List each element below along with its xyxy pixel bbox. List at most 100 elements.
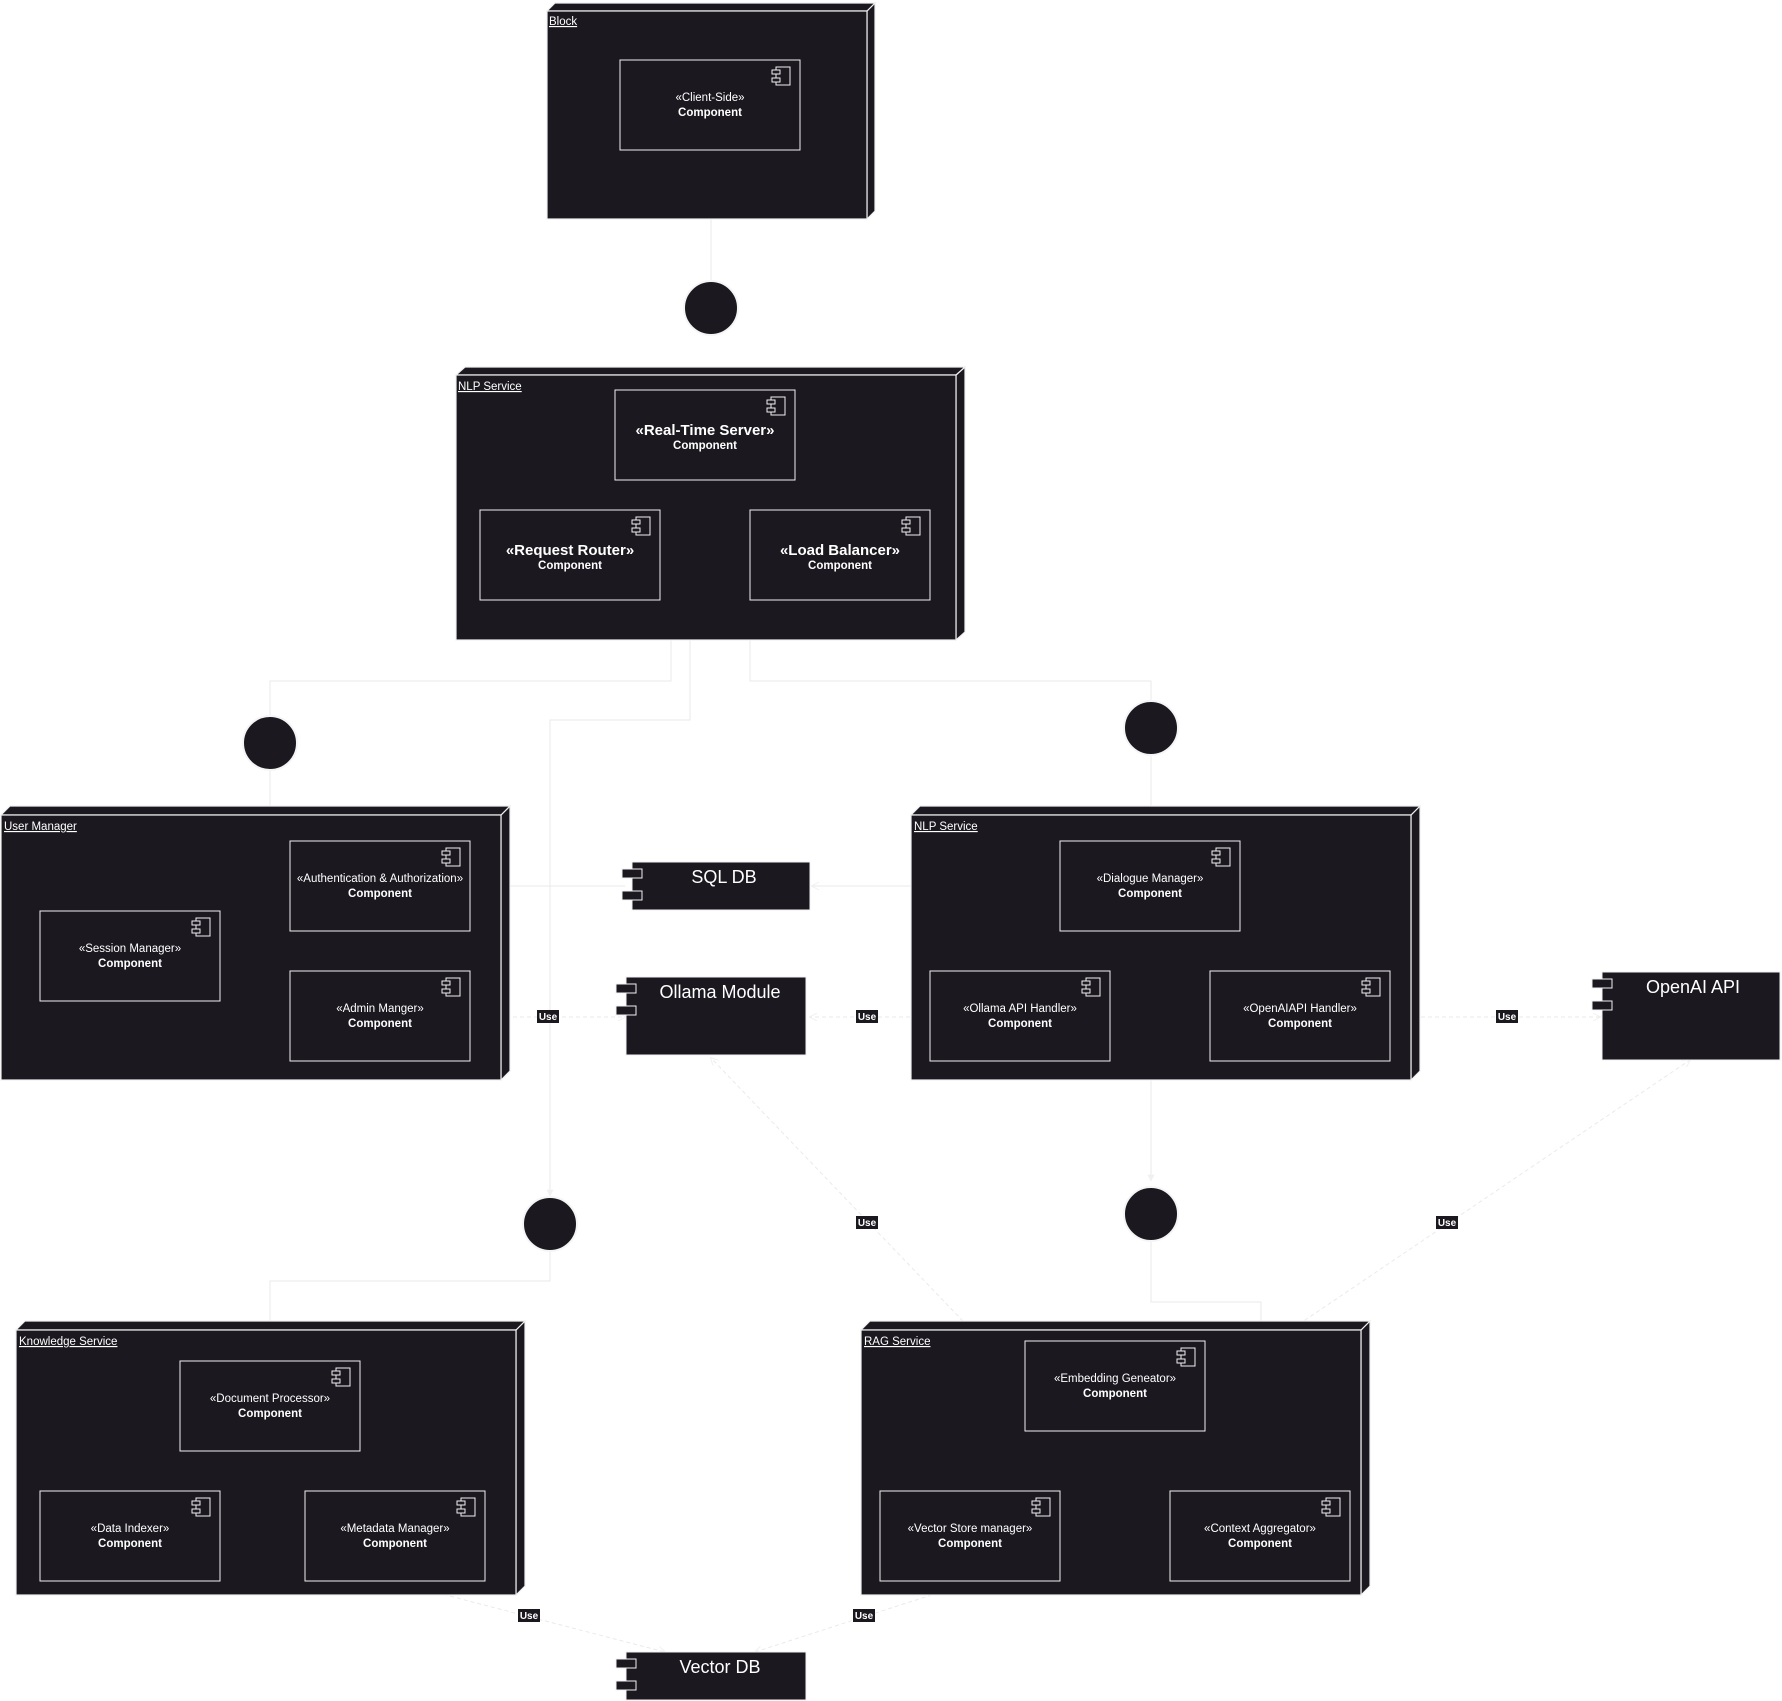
component-label: Component (938, 1538, 1002, 1550)
module-openai-api[interactable]: OpenAI API (1591, 971, 1781, 1061)
component-label: Component (673, 440, 737, 452)
module-name: OpenAI API (1646, 977, 1740, 997)
link-nlp-to-left-iface (269, 640, 672, 718)
component-stereotype: «Request Router» (506, 542, 634, 559)
component-label: Component (808, 560, 872, 572)
module-vector-db[interactable]: Vector DB (615, 1651, 807, 1701)
component-label: Component (98, 958, 162, 970)
component-stereotype: «Real-Time Server» (636, 422, 775, 439)
svg-text:Use: Use (1438, 1218, 1457, 1229)
svg-text:Use: Use (1498, 1012, 1517, 1023)
component-icon (901, 516, 921, 536)
component-label: Component (238, 1408, 302, 1420)
svg-text:Use: Use (858, 1218, 877, 1229)
component-icon (191, 1497, 211, 1517)
component-metadata-manager[interactable]: «Metadata Manager» Component (304, 1490, 486, 1582)
use-label: Use (856, 1216, 878, 1229)
svg-text:Use: Use (520, 1611, 539, 1622)
component-stereotype: «Authentication & Authorization» (297, 873, 463, 885)
component-session-manager[interactable]: «Session Manager» Component (39, 910, 221, 1002)
component-embedding-generator[interactable]: «Embedding Geneator» Component (1024, 1340, 1206, 1432)
interface-client[interactable] (683, 280, 739, 336)
interface-knowledge-service[interactable] (522, 1196, 578, 1252)
use-metadata-to-vectordb (395, 1581, 665, 1652)
use-label: Use (856, 1010, 878, 1023)
component-icon (1081, 977, 1101, 997)
component-icon (1176, 1347, 1196, 1367)
link-nlp-to-knowledge-iface (546, 640, 691, 1197)
component-document-processor[interactable]: «Document Processor» Component (179, 1360, 361, 1452)
component-request-router[interactable]: «Request Router» Component (479, 509, 661, 601)
svg-text:Use: Use (855, 1611, 874, 1622)
component-stereotype: «Session Manager» (79, 943, 181, 955)
component-stereotype: «Embedding Geneator» (1054, 1373, 1176, 1385)
component-stereotype: «Data Indexer» (91, 1523, 170, 1535)
use-label: Use (853, 1609, 875, 1622)
component-stereotype: «Dialogue Manager» (1097, 873, 1204, 885)
component-stereotype: «Load Balancer» (780, 542, 900, 559)
component-stereotype: «Document Processor» (210, 1393, 330, 1405)
svg-text:Use: Use (539, 1012, 558, 1023)
link-nlp-to-right-iface (749, 640, 1152, 703)
node-title: NLP Service (914, 821, 978, 833)
component-load-balancer[interactable]: «Load Balancer» Component (749, 509, 931, 601)
node-title: User Manager (4, 821, 77, 833)
use-label: Use (1436, 1216, 1458, 1229)
interface-user-manager[interactable] (242, 715, 298, 771)
component-icon (456, 1497, 476, 1517)
component-label: Component (348, 1018, 412, 1030)
component-ollama-handler[interactable]: «Ollama API Handler» Component (929, 970, 1111, 1062)
component-auth[interactable]: «Authentication & Authorization» Compone… (289, 840, 471, 932)
component-label: Component (348, 888, 412, 900)
component-icon (331, 1367, 351, 1387)
component-icon (441, 847, 461, 867)
component-stereotype: «Metadata Manager» (340, 1523, 449, 1535)
component-stereotype: «Ollama API Handler» (963, 1003, 1077, 1015)
node-title: NLP Service (458, 381, 522, 393)
component-label: Component (1118, 888, 1182, 900)
component-label: Component (1268, 1018, 1332, 1030)
component-icon (1031, 1497, 1051, 1517)
node-title: Block (549, 16, 577, 28)
component-label: Component (678, 107, 742, 119)
component-dialogue-manager[interactable]: «Dialogue Manager» Component (1059, 840, 1241, 932)
component-icon (441, 977, 461, 997)
component-icon (1321, 1497, 1341, 1517)
node-title: RAG Service (864, 1336, 930, 1348)
component-stereotype: «OpenAIAPI Handler» (1243, 1003, 1357, 1015)
component-stereotype: «Admin Manger» (336, 1003, 424, 1015)
interface-rag-service[interactable] (1123, 1186, 1179, 1242)
node-title: Knowledge Service (19, 1336, 117, 1348)
component-icon (1361, 977, 1381, 997)
component-stereotype: «Vector Store manager» (908, 1523, 1033, 1535)
svg-text:Use: Use (858, 1012, 877, 1023)
component-label: Component (1083, 1388, 1147, 1400)
module-ollama[interactable]: Ollama Module (615, 976, 807, 1056)
component-context-aggregator[interactable]: «Context Aggregator» Component (1169, 1490, 1351, 1582)
component-data-indexer[interactable]: «Data Indexer» Component (39, 1490, 221, 1582)
component-icon (1211, 847, 1231, 867)
component-openai-handler[interactable]: «OpenAIAPI Handler» Component (1209, 970, 1391, 1062)
use-embedding-to-openai (1205, 1060, 1690, 1388)
module-name: Ollama Module (659, 982, 780, 1002)
component-label: Component (98, 1538, 162, 1550)
module-name: Vector DB (679, 1657, 760, 1677)
component-icon (631, 516, 651, 536)
module-sql-db[interactable]: SQL DB (621, 861, 811, 911)
component-icon (766, 396, 786, 416)
component-label: Component (988, 1018, 1052, 1030)
component-client-side[interactable]: «Client-Side» Component (619, 59, 801, 151)
component-admin-manager[interactable]: «Admin Manger» Component (289, 970, 471, 1062)
use-label: Use (518, 1609, 540, 1622)
component-realtime-server[interactable]: «Real-Time Server» Component (614, 389, 796, 481)
component-vector-store-manager[interactable]: «Vector Store manager» Component (879, 1490, 1061, 1582)
component-label: Component (363, 1538, 427, 1550)
component-stereotype: «Client-Side» (675, 92, 744, 104)
component-stereotype: «Context Aggregator» (1204, 1523, 1316, 1535)
interface-nlp-service[interactable] (1123, 700, 1179, 756)
component-label: Component (538, 560, 602, 572)
use-label: Use (537, 1010, 559, 1023)
component-label: Component (1228, 1538, 1292, 1550)
component-icon (191, 917, 211, 937)
module-name: SQL DB (691, 867, 756, 887)
